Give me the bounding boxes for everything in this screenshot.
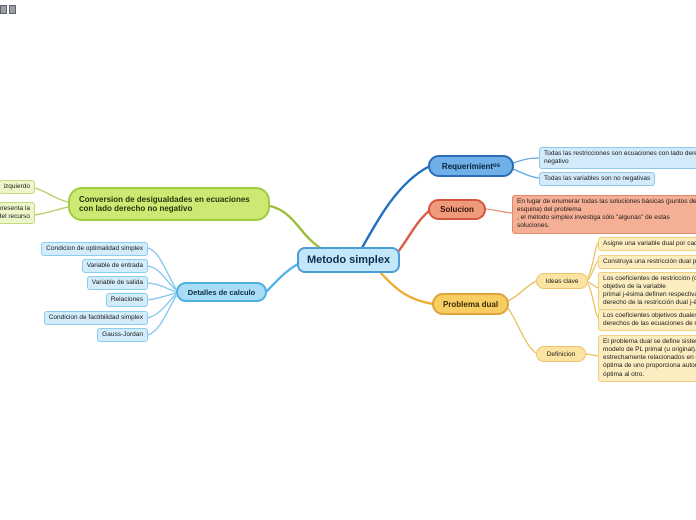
- ideas-clave-item[interactable]: Asigne una variable dual por cada: [598, 237, 696, 252]
- conversion-item[interactable]: representa la del recurso: [0, 202, 35, 225]
- ideas-clave-item[interactable]: Los coeficientes objetivos duales s dere…: [598, 309, 696, 332]
- edge-req-child-1: [512, 157, 540, 164]
- detalles-item[interactable]: Variable de salida: [86, 276, 148, 291]
- branch-requerimientos-label-sub: os: [493, 163, 501, 169]
- ideas-clave-item[interactable]: Construya una restricción dual po: [598, 255, 696, 270]
- edge-center-problema-dual: [378, 270, 435, 306]
- edge-def-1: [585, 353, 599, 357]
- edge-ideas-4: [587, 283, 599, 319]
- detalles-item[interactable]: Gauss-Jordan: [97, 328, 148, 343]
- edge-ideas-2: [587, 260, 599, 281]
- edge-det-5: [147, 293, 177, 319]
- branch-solucion[interactable]: Solucion: [428, 199, 486, 220]
- cropped-toolbar-icon: [0, 5, 16, 14]
- branch-conversion[interactable]: Conversion de desigualdades en ecuacione…: [68, 187, 270, 221]
- edge-det-1: [147, 247, 177, 290]
- edge-det-3: [147, 282, 177, 293]
- detalles-item[interactable]: Condicion de optimalidad simplex: [41, 242, 148, 257]
- detalles-item[interactable]: Variable de entrada: [81, 259, 148, 274]
- subtopic-ideas-clave[interactable]: Ideas clave: [536, 273, 588, 289]
- edge-sol-note: [485, 208, 513, 214]
- edge-center-solucion: [396, 209, 431, 254]
- branch-detalles[interactable]: Detalles de calculo: [176, 282, 267, 302]
- edge-det-6: [147, 295, 177, 336]
- detalles-item[interactable]: Relaciones: [105, 293, 148, 308]
- edge-ideas-1: [587, 242, 599, 279]
- edge-conv-1: [34, 187, 69, 203]
- detalles-item[interactable]: Condicion de factibilidad simplex: [43, 311, 148, 326]
- subtopic-definicion[interactable]: Definicion: [536, 346, 586, 362]
- solucion-note[interactable]: En lugar de enumerar todas las solucione…: [512, 195, 696, 234]
- edge-pd-definicion: [507, 307, 537, 354]
- central-topic[interactable]: Metodo simplex: [297, 247, 400, 273]
- requerimientos-item[interactable]: Todas las restricciones son ecuaciones c…: [539, 147, 696, 170]
- definicion-item[interactable]: El problema dual se define sistemá model…: [598, 335, 696, 382]
- conversion-item[interactable]: izquierdo: [0, 180, 35, 195]
- edge-center-conversion: [268, 204, 324, 251]
- edge-pd-ideas: [507, 280, 537, 302]
- branch-requerimientos-label: Requerimient: [441, 161, 494, 171]
- edge-center-requerimientos: [360, 165, 430, 250]
- edge-req-child-2: [512, 168, 540, 179]
- edge-ideas-3: [587, 281, 599, 289]
- edge-det-2: [147, 265, 177, 291]
- ideas-clave-item[interactable]: Los coeficientes de restricción (co obje…: [598, 272, 696, 311]
- edge-conv-2: [34, 206, 69, 216]
- edge-det-4: [147, 292, 177, 301]
- requerimientos-item[interactable]: Todas las variables son no negativas: [539, 172, 656, 187]
- edge-center-detalles: [265, 262, 300, 293]
- branch-problema-dual[interactable]: Problema dual: [432, 293, 509, 315]
